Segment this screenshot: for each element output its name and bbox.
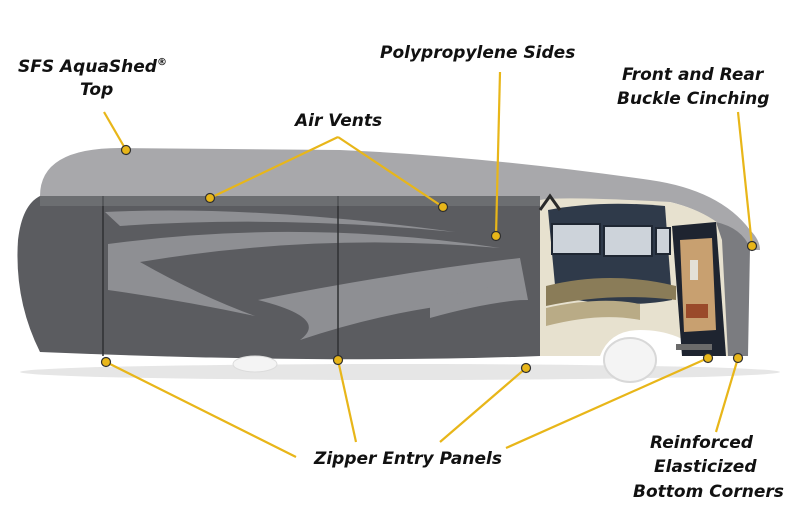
rv-cab (538, 193, 750, 383)
cover-side-panel (17, 196, 540, 360)
callout-dot-vent-2 (437, 201, 449, 213)
label-buckle-line1: Front and Rear (622, 65, 765, 85)
callout-lines (103, 71, 754, 458)
callout-dot-zip-4 (702, 352, 714, 364)
label-top-line1: SFS AquaShed® (18, 57, 167, 77)
rv-illustration (17, 148, 780, 383)
callout-dot-sides (490, 230, 502, 242)
label-poly-sides: Polypropylene Sides (380, 43, 575, 63)
callout-dot-top (120, 144, 132, 156)
callout-dots (100, 144, 758, 374)
callout-dot-zip-1 (100, 356, 112, 368)
callout-dot-vent-1 (204, 192, 216, 204)
label-zipper: Zipper Entry Panels (313, 449, 502, 469)
zipper-seams (102, 196, 339, 360)
label-corners-line3: Bottom Corners (633, 482, 784, 502)
tire-cover (232, 355, 278, 373)
side-swoosh-graphic (105, 210, 528, 340)
label-corners-line2: Elasticized (654, 457, 757, 477)
cover-top (40, 148, 760, 250)
label-air-vents: Air Vents (293, 111, 382, 131)
callout-labels: SFS AquaShed® Top Air Vents Polypropylen… (18, 43, 784, 502)
label-buckle-line2: Buckle Cinching (617, 89, 769, 109)
callout-dot-corner (732, 352, 744, 364)
registered-mark: ® (157, 57, 167, 68)
callout-dot-zip-2 (332, 354, 344, 366)
callout-dot-zip-3 (520, 362, 532, 374)
label-corners-line1: Reinforced (650, 433, 754, 453)
label-top-line2: Top (80, 80, 113, 100)
callout-dot-buckle (746, 240, 758, 252)
